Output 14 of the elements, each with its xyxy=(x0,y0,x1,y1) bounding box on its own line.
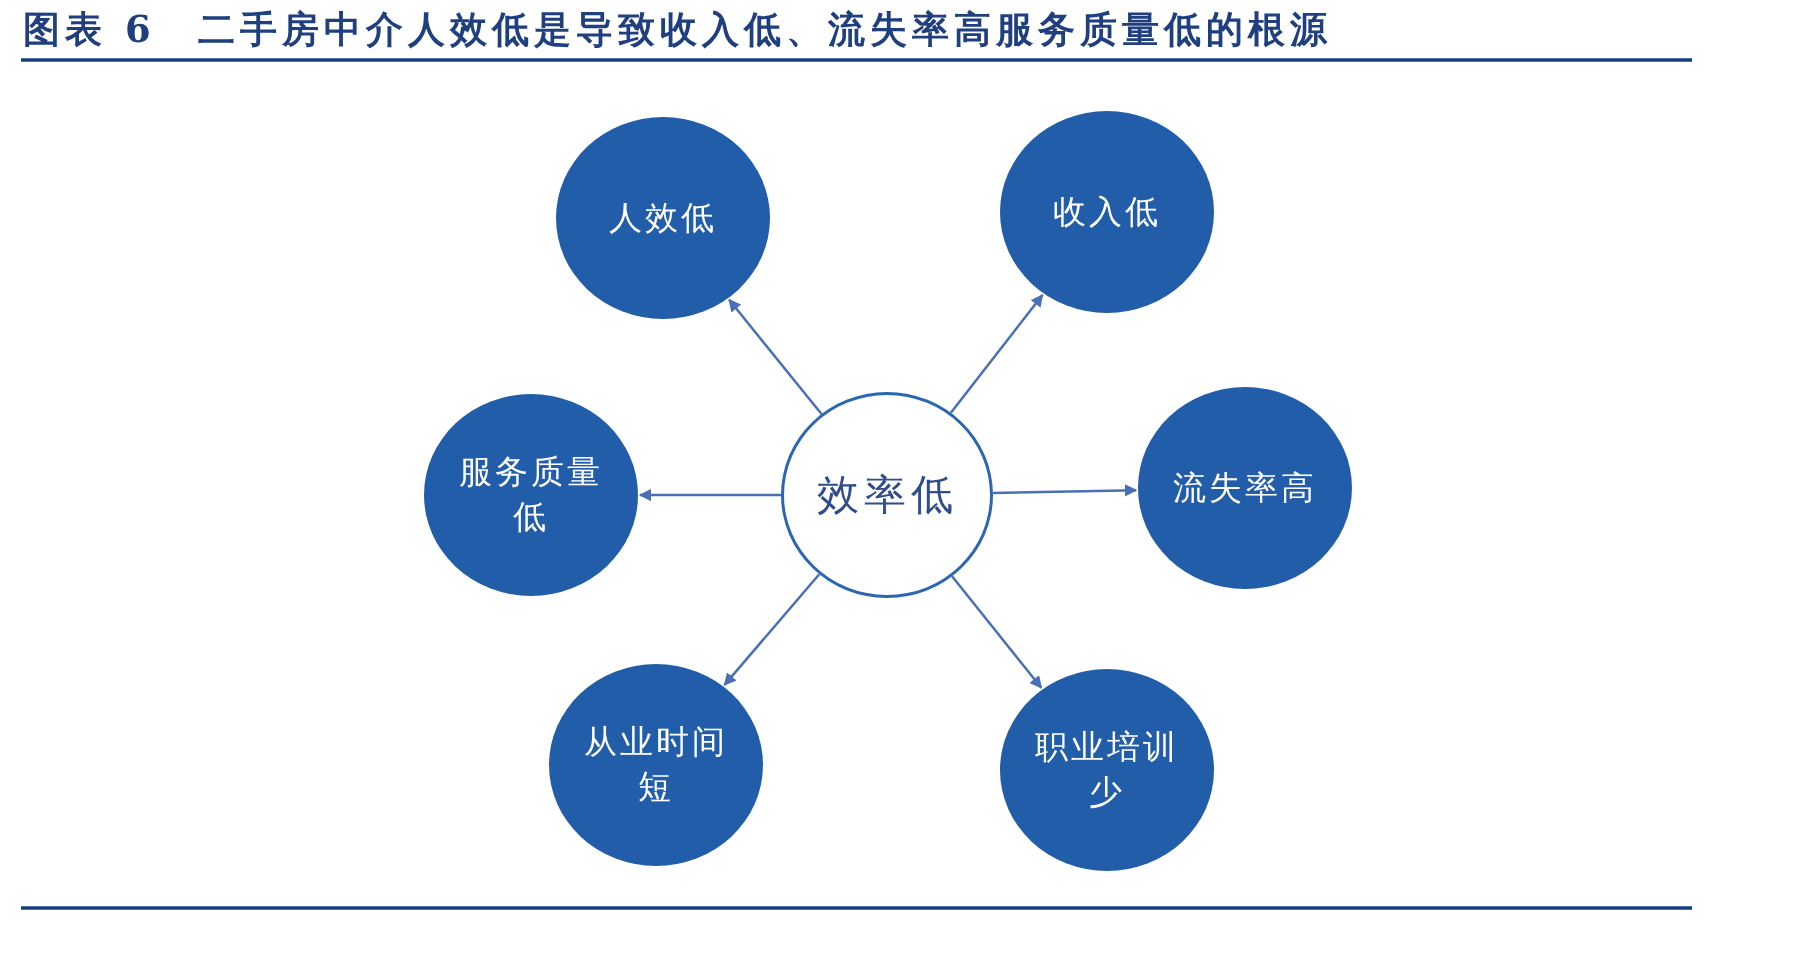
arrow xyxy=(949,294,1044,414)
arrow xyxy=(992,484,1138,497)
node-label: 从业时间短 xyxy=(583,721,729,808)
arrow xyxy=(951,575,1043,689)
node-label: 流失率高 xyxy=(1173,466,1317,509)
arrow xyxy=(723,573,821,686)
node-label: 人效低 xyxy=(609,196,717,239)
arrow xyxy=(638,488,781,502)
figure-title: 图表 6 二手房中介人效低是导致收入低、流失率高服务质量低的根源 xyxy=(23,6,1332,52)
node-label: 效率低 xyxy=(816,468,958,521)
node-label: 收入低 xyxy=(1053,190,1161,233)
arrow xyxy=(728,298,823,415)
node-label: 职业培训少 xyxy=(1034,726,1180,813)
node-label: 服务质量低 xyxy=(458,451,604,538)
